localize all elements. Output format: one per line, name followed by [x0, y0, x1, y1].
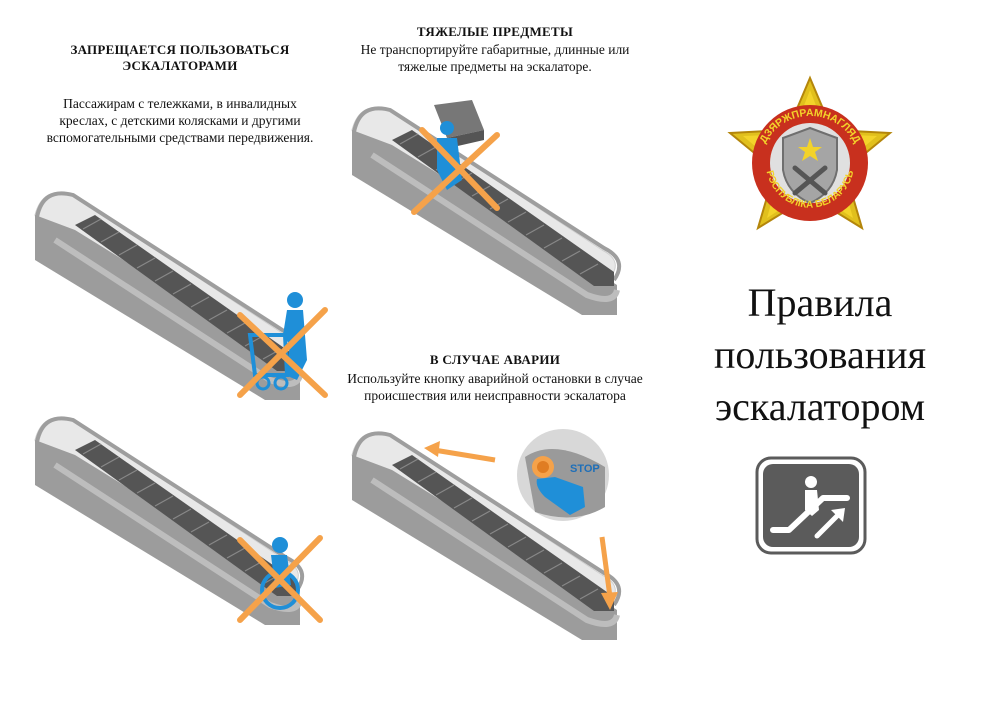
gosgoratexnadzor-emblem: ДЗЯРЖПРАМНАГЛЯД РЭСПУБЛІКА БЕЛАРУСЬ	[727, 75, 893, 231]
heavy-text: Не транспортируйте габаритные, длинные и…	[360, 42, 630, 74]
escalator-illustration-cart	[35, 185, 328, 415]
escalator-illustration-wheelchair	[35, 410, 323, 640]
star-icon	[798, 138, 822, 161]
prohibited-cross-icon	[411, 127, 500, 215]
arrow-to-handrail-icon	[424, 441, 496, 463]
stop-label: STOP	[570, 463, 600, 475]
prohibited-text: Пассажирам с тележками, в инвалидных кре…	[46, 96, 314, 145]
shield-icon	[782, 126, 838, 205]
title-line-3: эскалатором	[714, 384, 926, 429]
emergency-heading: В СЛУЧАЕ АВАРИИ	[429, 352, 561, 367]
escalator-illustration-heavy	[352, 100, 652, 330]
page-title: Правила пользования эскалатором	[680, 277, 960, 433]
title-line-1: Правила	[747, 280, 893, 325]
prohibited-cross-icon	[237, 307, 328, 398]
emergency-text: Используйте кнопку аварийной остановки в…	[347, 371, 643, 403]
prohibited-cross-icon	[237, 535, 323, 623]
person-with-cart-icon	[247, 292, 307, 391]
heavy-heading: ТЯЖЕЛЫЕ ПРЕДМЕТЫ	[416, 24, 574, 39]
escalator-pictogram-icon	[755, 456, 867, 555]
title-line-2: пользования	[714, 332, 926, 377]
escalator-illustration-emergency	[352, 425, 652, 655]
hand-pressing-icon	[536, 477, 585, 515]
stop-button-callout: STOP	[517, 429, 609, 521]
arrow-down-icon	[599, 536, 618, 610]
prohibited-heading: ЗАПРЕЩАЕТСЯ ПОЛЬЗОВАТЬСЯ ЭСКАЛАТОРАМИ	[70, 42, 290, 73]
